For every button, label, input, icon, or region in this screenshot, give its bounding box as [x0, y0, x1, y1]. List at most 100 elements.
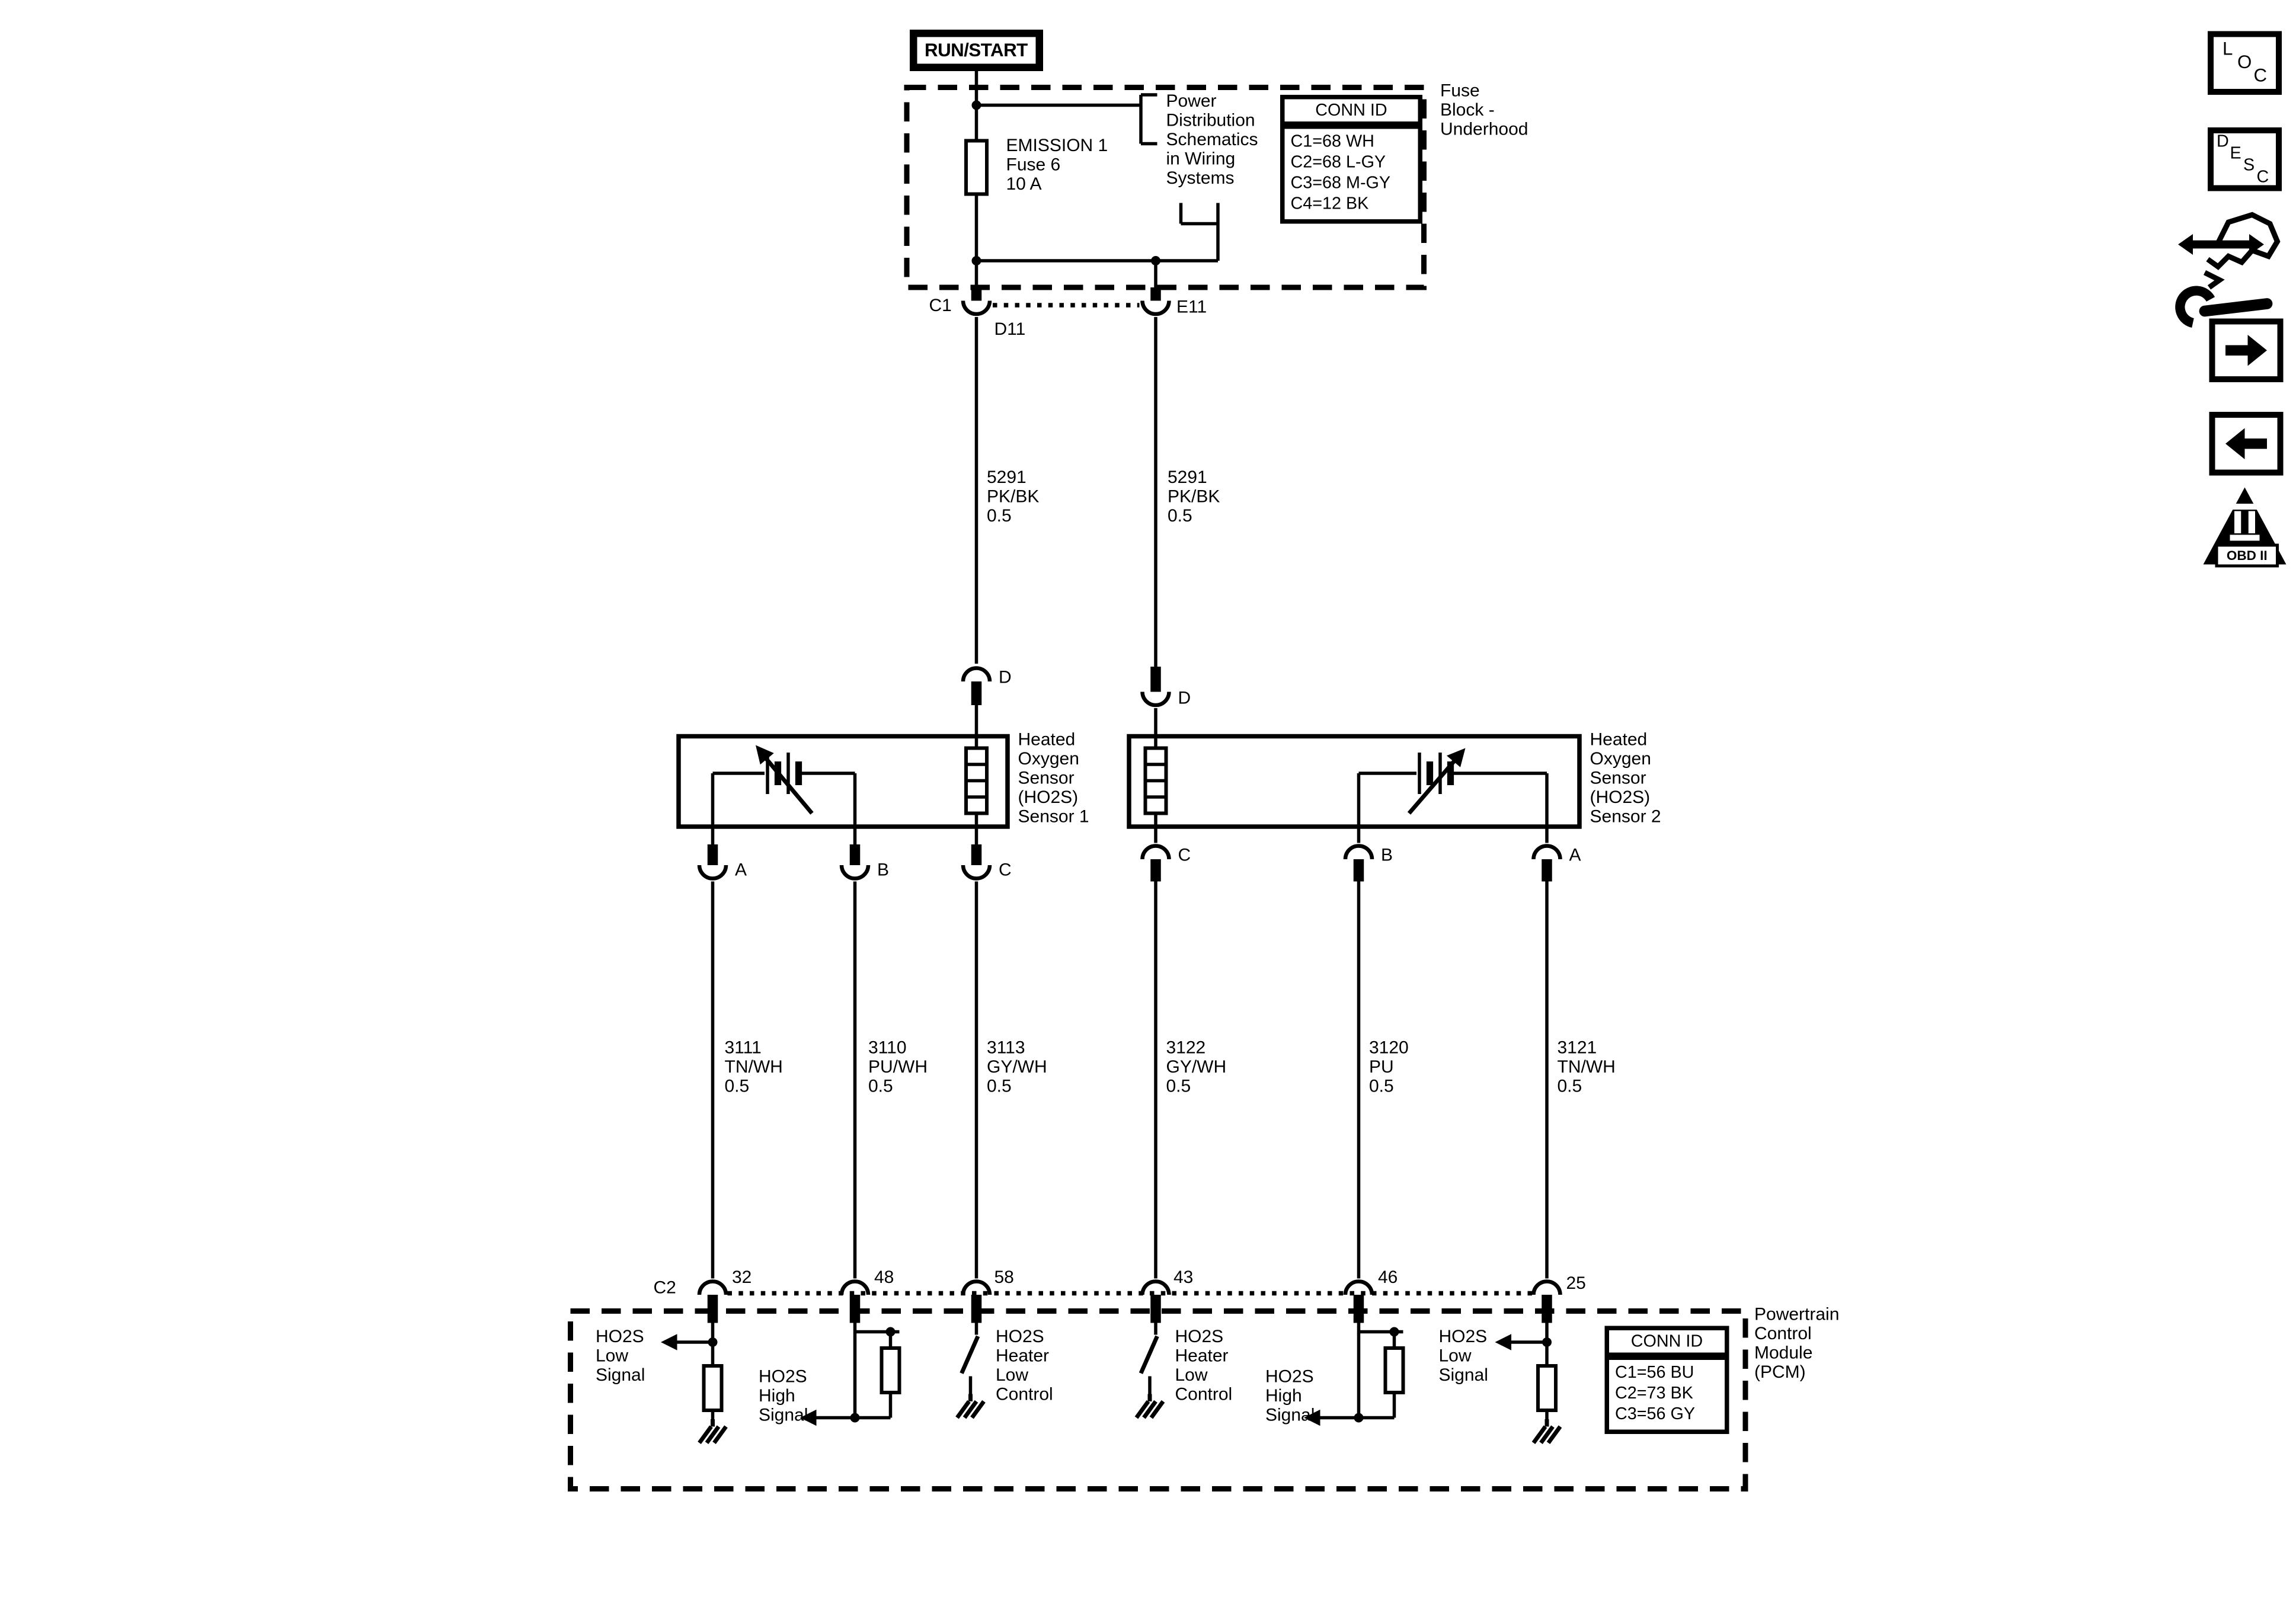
- fuse-block-conn-id-table: CONN ID C1=68 WH C2=68 L-GY C3=68 M-GY C…: [1280, 95, 1422, 224]
- sensor1-pin-a-label: A: [735, 859, 747, 880]
- pcm-high-signal-1-label: HO2S High Signal: [759, 1366, 808, 1425]
- back-arrow-icon: [2225, 428, 2267, 459]
- conn-id-row: C1=56 BU: [1615, 1364, 1694, 1382]
- wire-label-3111: 3111 TN/WH 0.5: [724, 1037, 783, 1096]
- sensor2-pin-b-label: B: [1381, 844, 1393, 865]
- feed-wires: [961, 316, 1171, 748]
- loc-letter: C: [2253, 65, 2268, 86]
- pcm-low-signal-1-circuit: [660, 1323, 728, 1445]
- resistor-icon: [702, 1363, 724, 1412]
- ground-icon: [698, 1419, 728, 1445]
- pcm-heater-low-1-label: HO2S Heater Low Control: [996, 1326, 1053, 1404]
- conn-id-row: C2=73 BK: [1615, 1385, 1693, 1403]
- pcm-pin-48-label: 48: [874, 1266, 894, 1288]
- pcm-heater-low-2-label: HO2S Heater Low Control: [1175, 1326, 1233, 1404]
- wire-label-3113: 3113 GY/WH 0.5: [987, 1037, 1047, 1096]
- wire-label-3110: 3110 PU/WH 0.5: [868, 1037, 928, 1096]
- driver-switch-icon: [1139, 1335, 1159, 1374]
- sensor2-pin-connectors: [1140, 826, 1562, 1279]
- pcm-heater-control-1-circuit: [955, 1323, 986, 1419]
- sensor2-name: Heated Oxygen Sensor (HO2S) Sensor 2: [1590, 729, 1661, 827]
- pcm-high-signal-2-label: HO2S High Signal: [1265, 1366, 1315, 1425]
- ground-icon: [955, 1394, 986, 1419]
- conn-id-row: C2=68 L-GY: [1290, 154, 1386, 172]
- conn-id-row: C3=68 M-GY: [1290, 175, 1391, 193]
- connector-c1-label: C1: [929, 295, 952, 316]
- pcm-low-signal-2-circuit: [1495, 1323, 1562, 1445]
- desc-letter: D: [2217, 133, 2229, 151]
- pcm-connector-c2-icon: [697, 1279, 1562, 1323]
- sensor1-pin-c-label: C: [999, 859, 1012, 880]
- wire-label-3120: 3120 PU 0.5: [1369, 1037, 1409, 1096]
- forward-arrow-icon: [2225, 335, 2267, 366]
- schematic-reference-icon[interactable]: [2175, 210, 2282, 338]
- sensor1-pin-d-label: D: [999, 667, 1012, 687]
- connector-c2-label: C2: [653, 1277, 676, 1298]
- pcm-pin-58-label: 58: [994, 1266, 1014, 1288]
- pcm-heater-control-2-circuit: [1134, 1323, 1165, 1419]
- conn-id-header: CONN ID: [1280, 95, 1422, 126]
- o2-sensing-cell-icon: [712, 745, 855, 815]
- power-feed-circuit: [964, 69, 1220, 299]
- fuse-icon: [964, 139, 989, 196]
- o2-sensing-cell-icon: [1358, 748, 1547, 815]
- signal-arrow-icon: [800, 1409, 817, 1426]
- wire-label-3122: 3122 GY/WH 0.5: [1166, 1037, 1227, 1096]
- pcm-dashed-box: [567, 1308, 1748, 1491]
- forward-button[interactable]: [2209, 318, 2284, 382]
- pin-e11-label: E11: [1176, 296, 1207, 317]
- obd-ii-pillar-icon: [2230, 504, 2260, 541]
- signal-arrow-icon: [1495, 1334, 1511, 1350]
- ho2s-sensor1-symbol: [676, 734, 1010, 829]
- sensor1-pin-b-label: B: [877, 859, 890, 880]
- ground-icon: [1134, 1394, 1165, 1419]
- reference-bracket-icon: [976, 93, 1157, 146]
- conn-id-row: C1=68 WH: [1290, 133, 1374, 151]
- conn-id-row: C4=12 BK: [1290, 196, 1369, 213]
- inline-connector-c1-icon: [961, 287, 1171, 316]
- loc-letter: L: [2223, 39, 2233, 59]
- resistor-icon: [880, 1346, 901, 1394]
- sensor1-pin-connectors: [697, 826, 992, 1279]
- pcm-high-signal-2-circuit: [1303, 1323, 1405, 1426]
- run-start-power-source: RUN/START: [910, 30, 1043, 71]
- sensor2-pin-c-label: C: [1178, 844, 1191, 865]
- desc-letter: E: [2230, 145, 2241, 163]
- resistor-icon: [1383, 1346, 1405, 1394]
- obd-ii-label: OBD II: [2215, 543, 2279, 567]
- desc-letter: C: [2256, 169, 2269, 187]
- connector-d-right-icon: [1140, 692, 1171, 708]
- fuse-label: EMISSION 1 Fuse 6 10 A: [1006, 135, 1108, 194]
- loc-button[interactable]: L O C: [2208, 31, 2282, 95]
- back-button[interactable]: [2209, 412, 2284, 476]
- pcm-pin-32-label: 32: [732, 1266, 752, 1288]
- desc-button[interactable]: D E S C: [2208, 127, 2282, 191]
- driver-switch-icon: [960, 1335, 980, 1374]
- signal-arrow-icon: [1303, 1409, 1320, 1426]
- pcm-pin-43-label: 43: [1173, 1266, 1194, 1288]
- sensor2-pin-d-label: D: [1178, 687, 1191, 708]
- sensor2-pin-a-label: A: [1569, 844, 1581, 865]
- fuse-block-name: Fuse Block - Underhood: [1440, 80, 1528, 139]
- signal-arrow-icon: [660, 1334, 677, 1350]
- pcm-pin-25-label: 25: [1566, 1272, 1586, 1294]
- wire-label-5291-right: 5291 PK/BK 0.5: [1168, 466, 1220, 526]
- fuse-block-dashed-box: [904, 85, 1427, 290]
- conn-id-header: CONN ID: [1604, 1326, 1729, 1357]
- wire-label-5291-left: 5291 PK/BK 0.5: [987, 466, 1040, 526]
- ground-icon: [1531, 1419, 1562, 1445]
- resistor-icon: [1536, 1363, 1558, 1412]
- desc-letter: S: [2243, 157, 2255, 175]
- ho2s-sensor2-symbol: [1127, 734, 1582, 829]
- connector-d-left-icon: [961, 666, 992, 682]
- conn-id-row: C3=56 GY: [1615, 1406, 1696, 1424]
- pin-d11-label: D11: [994, 318, 1026, 340]
- loc-letter: O: [2237, 52, 2252, 73]
- pcm-low-signal-1-label: HO2S Low Signal: [596, 1326, 645, 1385]
- pcm-pin-46-label: 46: [1378, 1266, 1398, 1288]
- junction-dots: [971, 100, 1160, 265]
- reference-drop-bracket-icon: [1179, 203, 1220, 261]
- pcm-conn-id-table: CONN ID C1=56 BU C2=73 BK C3=56 GY: [1604, 1326, 1729, 1434]
